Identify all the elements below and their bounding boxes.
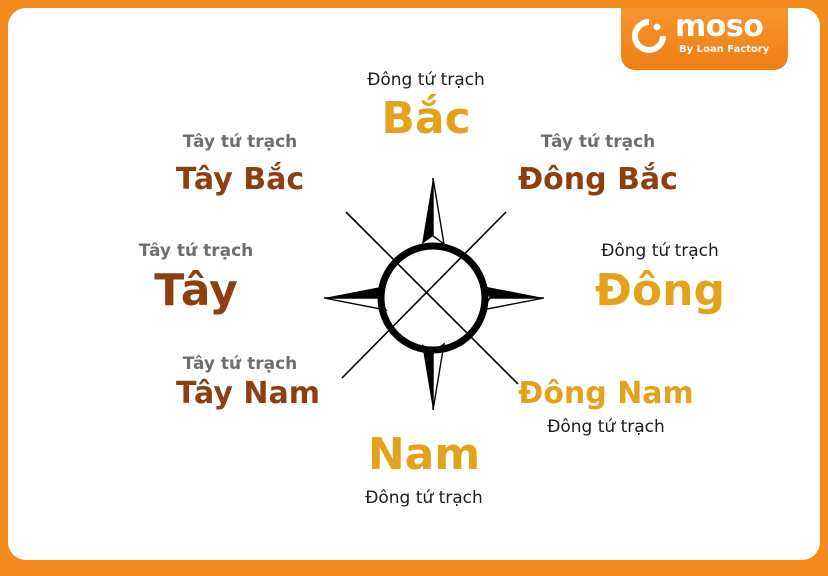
bac-direction-label: Bắc [381, 93, 471, 144]
compass-rose-icon [323, 178, 545, 411]
brand-logo: moso By Loan Factory [621, 8, 788, 70]
tay-nam-group-label: Tây tứ trạch [182, 354, 298, 374]
brand-tagline: By Loan Factory [679, 44, 770, 55]
bac-group-label: Đông tứ trạch [367, 70, 485, 90]
dong-bac-group-label: Tây tứ trạch [540, 132, 656, 152]
dong-bac-direction-label: Đông Bắc [518, 162, 678, 197]
tay-bac-group-label: Tây tứ trạch [182, 132, 298, 152]
tay-bac-direction-label: Tây Bắc [175, 162, 305, 197]
nam-group-label: Đông tứ trạch [365, 488, 483, 508]
brand-name: moso [675, 9, 764, 44]
nam-direction-label: Nam [367, 429, 481, 480]
dong-nam-group-label: Đông tứ trạch [547, 417, 665, 437]
diagram-card: moso By Loan Factory Đông tứ trạch Bắc T… [8, 8, 820, 560]
power-ring-icon [632, 19, 666, 53]
dong-nam-direction-label: Đông Nam [518, 376, 694, 411]
tay-direction-label: Tây [154, 265, 238, 316]
dong-direction-label: Đông [595, 265, 725, 316]
dong-group-label: Đông tứ trạch [601, 241, 719, 261]
tay-group-label: Tây tứ trạch [138, 241, 254, 261]
tay-nam-direction-label: Tây Nam [176, 376, 320, 411]
